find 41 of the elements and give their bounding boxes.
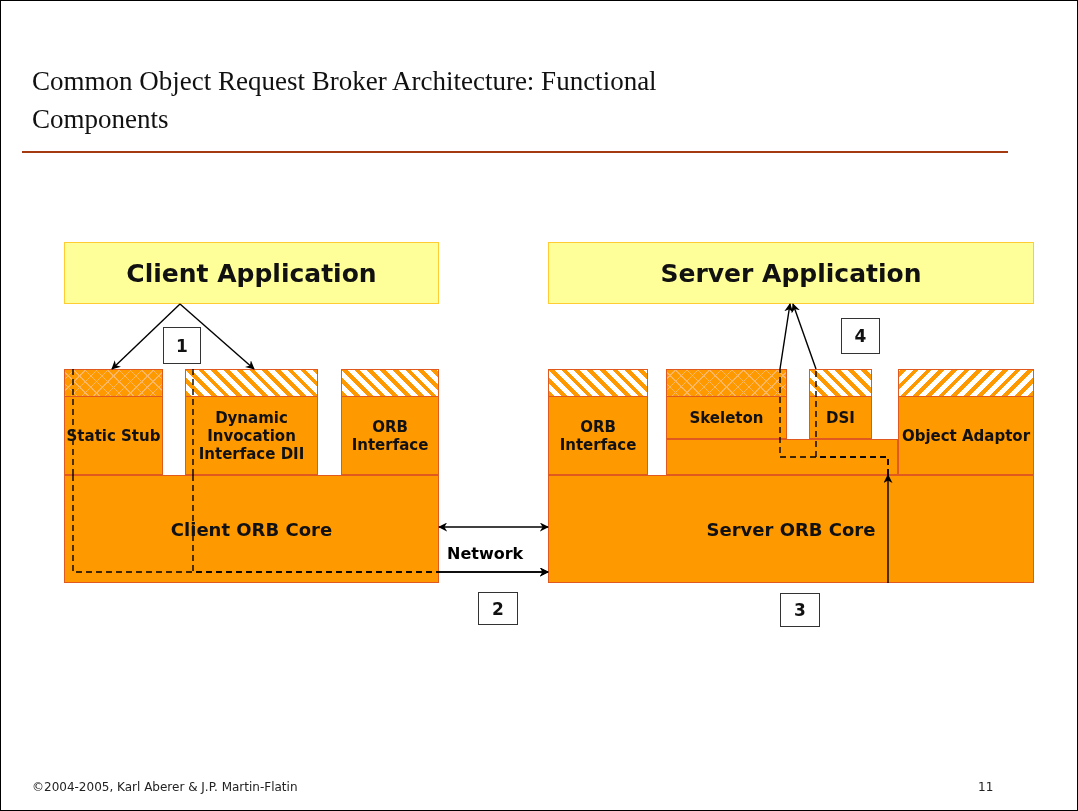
component-label: Object Adaptor xyxy=(901,426,1031,445)
platform-block xyxy=(666,439,898,475)
component-block xyxy=(548,369,648,475)
core-block xyxy=(548,475,1034,583)
step-number-box xyxy=(841,318,880,354)
arrow xyxy=(179,303,255,370)
page-number: 11 xyxy=(978,780,994,794)
application-box xyxy=(64,242,439,304)
arrow xyxy=(438,522,549,532)
component-label: ORB Interface xyxy=(350,417,430,454)
core-label: Client ORB Core xyxy=(170,518,333,540)
arrow xyxy=(779,303,794,370)
core-label: Server ORB Core xyxy=(706,518,876,540)
application-label: Server Application xyxy=(660,258,922,288)
component-block xyxy=(809,369,872,439)
component-label: ORB Interface xyxy=(558,417,638,454)
component-label: Skeleton xyxy=(689,408,764,427)
component-block xyxy=(185,369,318,475)
step-number: 2 xyxy=(492,598,504,619)
core-block xyxy=(64,475,439,583)
component-label: Static Stub xyxy=(66,426,161,445)
step-number-box xyxy=(478,592,518,625)
component-block xyxy=(341,369,439,475)
step-number: 1 xyxy=(176,335,188,356)
arrow xyxy=(192,474,549,577)
component-block xyxy=(898,369,1034,475)
component-label: DSI xyxy=(826,408,855,427)
slide-title: Common Object Request Broker Architecture: Functional Components xyxy=(32,65,658,136)
step-number-box xyxy=(163,327,201,364)
arrow xyxy=(111,303,181,370)
arrow xyxy=(791,303,817,370)
application-label: Client Application xyxy=(126,258,377,288)
arrow xyxy=(883,474,893,584)
step-number: 3 xyxy=(794,600,806,620)
step-number-box xyxy=(780,593,820,627)
component-label: Dynamic Invocation Interface DII xyxy=(197,408,306,463)
step-number: 4 xyxy=(854,326,867,346)
copyright-note: ©2004-2005, Karl Aberer & J.P. Martin-Flatin xyxy=(32,780,298,794)
application-box xyxy=(548,242,1034,304)
component-block xyxy=(64,369,163,475)
component-block xyxy=(666,369,787,439)
